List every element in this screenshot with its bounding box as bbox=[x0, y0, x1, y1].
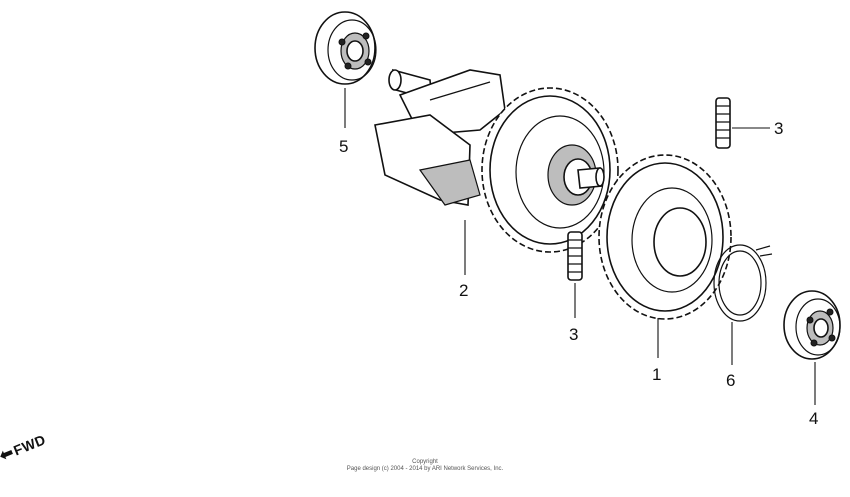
copyright-notice: Copyright Page design (c) 2004 - 2014 by… bbox=[0, 459, 850, 473]
balancer-shaft-assembly[interactable] bbox=[374, 68, 619, 253]
snap-ring[interactable] bbox=[713, 244, 773, 322]
callout-3-upper: 3 bbox=[774, 119, 783, 138]
dowel-pin-upper[interactable] bbox=[715, 97, 731, 149]
callout-6: 6 bbox=[726, 371, 735, 390]
copyright-line-1: Copyright bbox=[412, 459, 438, 465]
callout-1: 1 bbox=[652, 365, 661, 384]
callout-5: 5 bbox=[339, 137, 348, 156]
bearing-lower-right[interactable] bbox=[783, 290, 841, 360]
callout-2: 2 bbox=[459, 281, 468, 300]
driven-gear[interactable] bbox=[598, 154, 732, 320]
dowel-pin-lower[interactable] bbox=[567, 231, 583, 281]
bearing-upper-left[interactable] bbox=[314, 11, 377, 85]
callout-3-lower: 3 bbox=[569, 325, 578, 344]
callout-4: 4 bbox=[809, 409, 818, 428]
copyright-line-2: Page design (c) 2004 - 2014 by ARI Netwo… bbox=[346, 466, 504, 472]
